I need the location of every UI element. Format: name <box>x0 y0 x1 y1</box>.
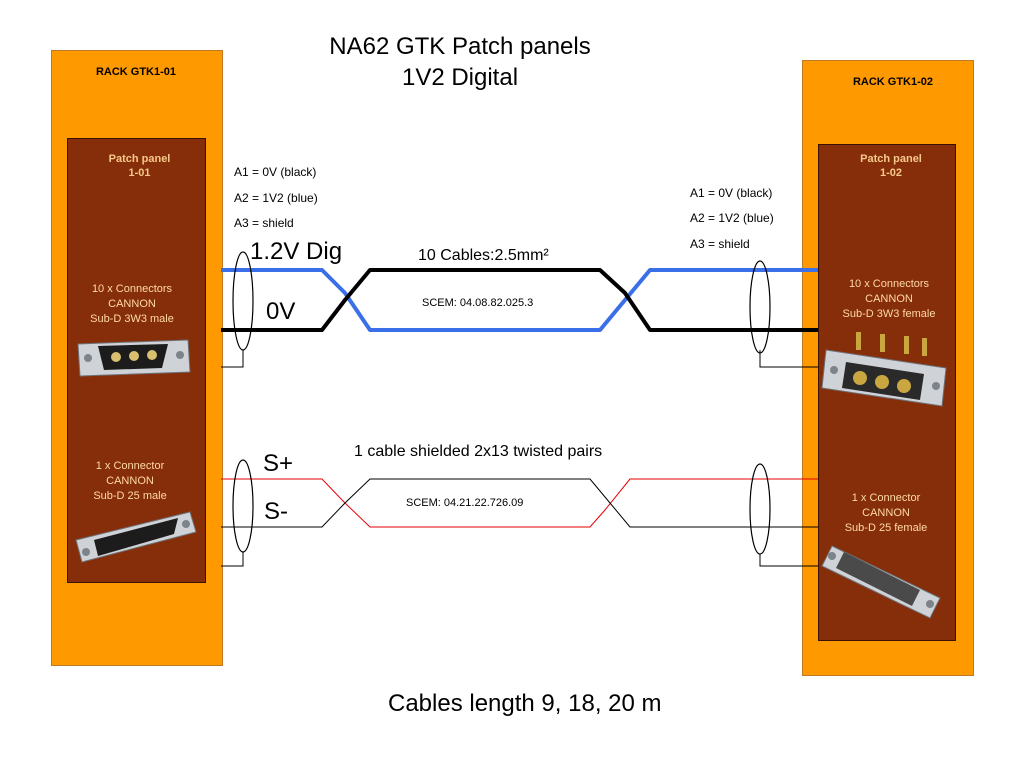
shield-lead-signal <box>221 552 818 567</box>
shield-ring-signal-right <box>749 463 771 555</box>
label-1v2-dig: 1.2V Dig <box>250 238 343 265</box>
connector-label-left-1a: 10 x Connectors <box>91 283 173 295</box>
sub-d-25-female-icon <box>821 545 941 619</box>
shield-lead-power <box>221 350 818 368</box>
connector-label-right-1b: CANNON <box>865 293 913 305</box>
wire-1v2-blue <box>221 268 818 332</box>
pin-note-left-1: A1 = 0V (black) <box>234 165 317 179</box>
power-cable-label: 10 Cables:2.5mm² <box>418 247 549 264</box>
diagram-title-line2: 1V2 Digital <box>401 64 519 91</box>
sub-d-3w3-male-icon <box>77 339 191 377</box>
pin-note-right-3: A3 = shield <box>690 237 750 251</box>
patch-panel-label-left-1: Patch panel <box>108 153 171 165</box>
connector-label-right-2c: Sub-D 25 female <box>844 522 928 534</box>
cable-length-note: Cables length 9, 18, 20 m <box>388 690 662 717</box>
connector-label-right-2b: CANNON <box>862 507 910 519</box>
label-s-plus: S+ <box>263 450 294 477</box>
pin-note-left-3: A3 = shield <box>234 216 294 230</box>
sub-d-3w3-female-icon <box>821 332 947 407</box>
connector-label-left-1b: CANNON <box>108 298 156 310</box>
pin-note-left-2: A2 = 1V2 (blue) <box>234 191 318 205</box>
connector-label-left-2b: CANNON <box>106 475 154 487</box>
diagram-title-line1: NA62 GTK Patch panels <box>329 33 591 60</box>
label-s-minus: S- <box>264 498 288 525</box>
patch-panel-label-right-2: 1-02 <box>879 167 903 179</box>
label-0v: 0V <box>266 298 296 325</box>
rack-label-right: RACK GTK1-02 <box>852 76 934 88</box>
connector-label-right-1a: 10 x Connectors <box>848 278 930 290</box>
shield-ring-power-left <box>232 251 254 351</box>
wire-signal-black <box>221 478 818 528</box>
connector-label-right-1c: Sub-D 3W3 female <box>842 308 936 320</box>
shield-ring-power-right <box>749 260 771 354</box>
signal-cable-label: 1 cable shielded 2x13 twisted pairs <box>354 443 603 460</box>
patch-panel-label-right-1: Patch panel <box>860 153 922 165</box>
shield-ring-signal-left <box>232 459 254 553</box>
connector-label-left-2c: Sub-D 25 male <box>93 490 167 502</box>
pin-note-right-1: A1 = 0V (black) <box>690 186 773 200</box>
connector-label-left-2a: 1 x Connector <box>95 460 165 472</box>
power-scem-code: SCEM: 04.08.82.025.3 <box>422 297 534 309</box>
wire-0v-black <box>221 268 818 332</box>
signal-scem-code: SCEM: 04.21.22.726.09 <box>406 497 524 509</box>
patch-panel-label-left-2: 1-01 <box>128 167 151 179</box>
connector-label-right-2a: 1 x Connector <box>851 492 921 504</box>
wire-signal-red <box>221 478 818 528</box>
connector-label-left-1c: Sub-D 3W3 male <box>90 313 174 325</box>
rack-label-left: RACK GTK1-01 <box>95 66 177 78</box>
pin-note-right-2: A2 = 1V2 (blue) <box>690 211 774 225</box>
sub-d-25-male-icon <box>75 511 197 563</box>
